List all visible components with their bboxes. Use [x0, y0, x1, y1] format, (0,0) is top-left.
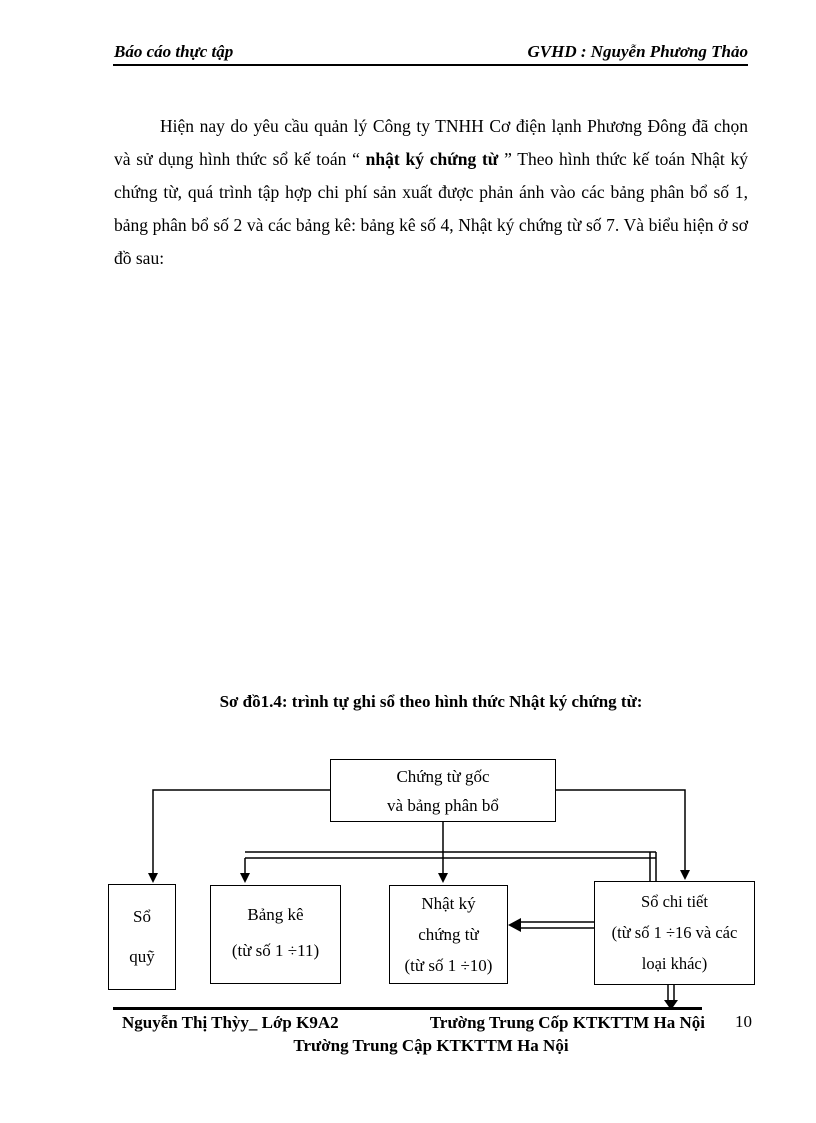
- arrow-left-to-nhat-ky: [508, 918, 521, 932]
- arrow-down-to-bang-ke: [240, 873, 250, 883]
- flow-box-nhat-ky-line3: (từ số 1 ÷10): [404, 956, 493, 975]
- header-left-title: Báo cáo thực tập: [114, 42, 234, 61]
- footer-line1: Nguyễn Thị Thỳy_ Lớp K9A2 Trường Trung C…: [122, 1013, 705, 1033]
- flow-box-so-quy-line2: quỹ: [129, 947, 155, 966]
- footer-rule: [113, 1007, 702, 1010]
- flow-box-so-chi-tiet-line2: (từ số 1 ÷16 và các: [611, 923, 738, 942]
- flow-box-bang-ke-line1: Bảng kê: [247, 905, 304, 924]
- flow-box-nhat-ky-line2: chứng từ: [418, 925, 479, 944]
- flow-box-so-chi-tiet: Sổ chi tiết (từ số 1 ÷16 và các loại khá…: [594, 881, 755, 985]
- flow-box-so-quy: Sổ quỹ: [108, 884, 176, 990]
- flow-box-so-chi-tiet-line3: loại khác): [641, 954, 708, 973]
- paragraph-part2: ” Theo hình thức kế toán Nhật ký chứng t…: [114, 149, 748, 268]
- page-number: 10: [735, 1012, 752, 1031]
- arrow-down-below-so-chi-tiet: [664, 1000, 678, 1010]
- paragraph-bold-phrase: nhật ký chứng từ: [365, 149, 499, 169]
- footer-school-line2: Trường Trung Cập KTKTTM Ha Nội: [293, 1036, 569, 1055]
- flow-box-bang-ke-line2: (từ số 1 ÷11): [231, 941, 320, 960]
- flow-box-chung-tu-goc-line2: và bảng phân bổ: [387, 796, 499, 815]
- flow-box-so-chi-tiet-line1: Sổ chi tiết: [641, 892, 708, 911]
- diagram-title: Sơ đồ1.4: trình tự ghi sổ theo hình thức…: [219, 692, 643, 711]
- flow-box-chung-tu-goc-line1: Chứng từ gốc: [396, 767, 490, 786]
- flow-box-chung-tu-goc: Chứng từ gốc và bảng phân bổ: [330, 759, 556, 822]
- paragraph-part1: Hiện nay do yêu cầu quản lý Công ty TNHH…: [114, 116, 748, 169]
- flow-box-so-quy-line1: Sổ: [133, 907, 151, 926]
- arrow-down-to-so-chi-tiet: [680, 870, 690, 880]
- flow-box-nhat-ky-line1: Nhật ký: [421, 894, 476, 913]
- arrow-down-to-so-quy: [148, 873, 158, 883]
- flowchart-connectors: [148, 789, 690, 1010]
- arrow-down-to-nhat-ky: [438, 873, 448, 883]
- body-paragraph: Hiện nay do yêu cầu quản lý Công ty TNHH…: [114, 110, 748, 275]
- header-right-title: GVHD : Nguyễn Phương Thảo: [527, 42, 749, 61]
- footer-school-line1: Trường Trung Cốp KTKTTM Ha Nội: [429, 1013, 705, 1032]
- flow-box-nhat-ky-chung-tu: Nhật ký chứng từ (từ số 1 ÷10): [389, 885, 508, 984]
- page-header: Báo cáo thực tập GVHD : Nguyễn Phương Th…: [114, 42, 748, 62]
- header-rule: [113, 64, 748, 66]
- flow-box-bang-ke: Bảng kê (từ số 1 ÷11): [210, 885, 341, 984]
- footer-author: Nguyễn Thị Thỳy_ Lớp K9A2: [122, 1013, 339, 1032]
